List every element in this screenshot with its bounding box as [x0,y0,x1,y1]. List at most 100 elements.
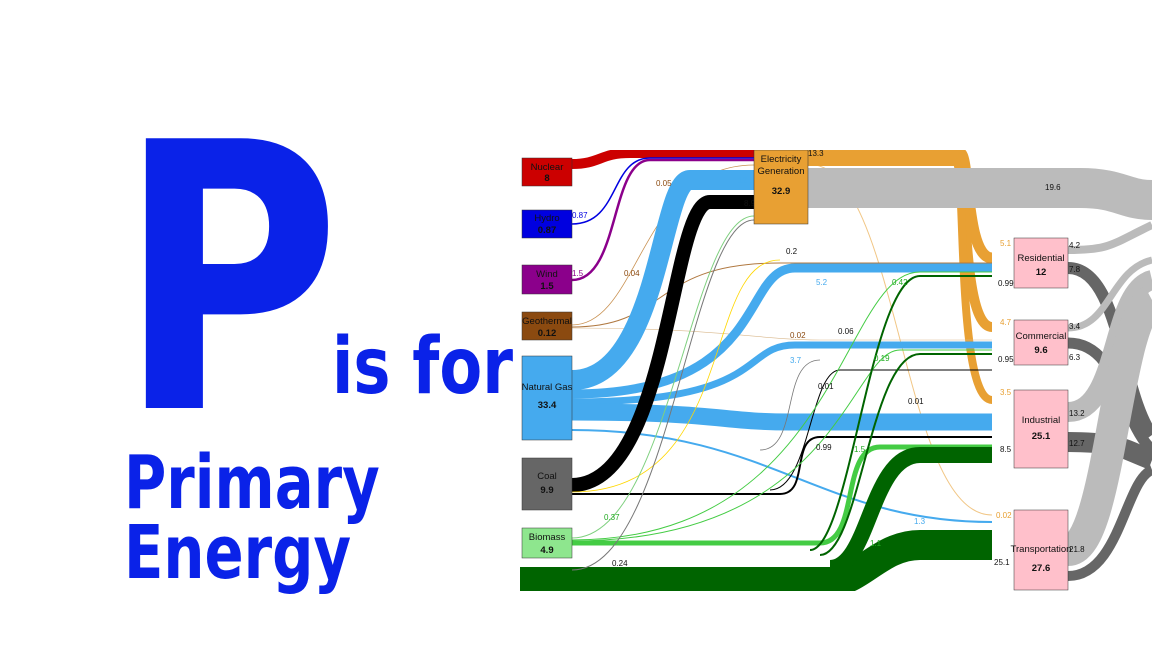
flow-nuclear-to-elec [571,150,754,169]
node-name: Biomass [529,532,566,543]
node-name: Natural Gas [522,382,573,393]
flow-biomass-to-commercial [571,349,992,542]
node-name: Nuclear [531,162,564,173]
flow-label: 0.01 [908,397,924,406]
node-transportation: Transportation 27.6 [1011,509,1072,591]
node-geothermal: Geothermal 0.12 [521,311,573,341]
node-name: Wind [536,269,558,280]
flow-biomass-to-elec [571,215,755,539]
node-natural-gas: Natural Gas 33.4 [522,355,573,441]
flow-links [520,150,1152,591]
flow-gas-to-elec [570,170,754,390]
node-value: 8 [544,173,549,184]
flow-label: 0.19 [874,354,890,363]
node-commercial: Commercial 9.6 [1013,319,1069,366]
flow-label: 1.3 [914,517,926,526]
node-value: 27.6 [1032,563,1051,574]
node-name-line2: Generation [757,166,804,177]
flow-label: 0.06 [838,327,854,336]
flow-label: 5.2 [816,278,828,287]
flow-label: 0.01 [818,382,834,391]
node-name: Transportation [1011,544,1072,555]
flow-label: 6.3 [1069,353,1081,362]
headline-energy: Energy [124,510,352,596]
flow-label: 1.5 [854,445,866,454]
flow-label: 13.2 [1069,409,1085,418]
flow-label: 0.02 [996,511,1012,520]
flow-label: 21.8 [1069,545,1085,554]
flow-gas-to-industrial [571,403,992,431]
flow-label: 0.99 [816,443,832,452]
flow-label: 1.1 [870,539,882,548]
node-industrial: Industrial 25.1 [1013,389,1069,469]
flow-label: 13.3 [808,150,824,158]
node-name-line1: Electricity [761,154,802,165]
flow-label: 3.4 [1069,322,1081,331]
node-name: Commercial [1016,331,1067,342]
flow-value-labels: 13.3 0.87 1.5 0.05 0.04 12.5 8.9 19.6 0.… [572,150,1085,568]
node-value: 0.87 [538,225,557,236]
flow-label: 8.9 [744,199,756,208]
flow-label: 7.8 [1069,265,1081,274]
flow-label: 10.8 [998,418,1014,427]
node-name: Hydro [534,213,559,224]
flow-coal-to-elec [571,195,754,492]
flow-biomass-to-industrial [572,444,992,546]
flow-label: 8.5 [1000,445,1012,454]
node-residential: Residential 12 [1013,237,1069,289]
sector-nodes: Residential 12 Commercial 9.6 Industrial… [1011,237,1072,591]
node-value: 9.9 [540,485,553,496]
flow-label: 0.04 [624,269,640,278]
flow-label: 19.6 [1045,183,1061,192]
energy-flow-diagram: 13.3 0.87 1.5 0.05 0.04 12.5 8.9 19.6 0.… [520,150,1152,591]
flow-coal-to-industrial-small [759,359,821,451]
flow-label: 0.24 [612,559,628,568]
flow-label: 25.1 [994,558,1010,567]
flow-residential-out-a [1067,221,1152,254]
node-value: 0.12 [538,328,557,339]
source-nodes: Nuclear 8 Hydro 0.87 Wind 1.5 Geothermal… [521,157,573,559]
node-value: 33.4 [538,400,557,411]
flow-transportation-out [1063,285,1152,566]
flow-hydro-to-elec [571,157,754,225]
node-name: Residential [1018,253,1065,264]
flow-label: 4.7 [1000,318,1012,327]
flow-label: 3.5 [1000,388,1012,397]
node-nuclear: Nuclear 8 [521,157,573,187]
flow-wind-to-elec [571,158,754,282]
flow-label: 0.2 [786,247,798,256]
node-value: 12 [1036,267,1047,278]
flow-label: 12.7 [1069,439,1085,448]
flow-coal-to-residential [571,259,781,493]
flow-label: 0.87 [572,211,588,220]
node-name: Geothermal [522,316,572,327]
flow-commercial-out-a [1067,256,1152,332]
flow-label: 0.02 [790,331,806,340]
flow-coal-to-commercial [769,369,992,491]
flow-label: 0.95 [998,355,1014,364]
flow-elec-rejected [808,168,1152,220]
flow-label: 0.05 [656,179,672,188]
flow-label: 0.42 [892,278,908,287]
headline-letter: P [118,66,340,496]
node-value: 32.9 [772,186,791,197]
flow-label: 12.5 [738,176,754,185]
node-biomass: Biomass 4.9 [521,527,573,559]
node-value: 4.9 [540,545,553,556]
flow-petroleum-to-residential [809,275,992,551]
flow-gas-to-residential [571,263,992,399]
node-name: Industrial [1022,415,1061,426]
flow-label: 5.1 [1000,239,1012,248]
flow-label: 4.2 [1069,241,1081,250]
flow-label: 1.5 [572,269,584,278]
node-name: Coal [537,471,557,482]
node-value: 1.5 [540,281,554,292]
flow-label: 0.99 [998,279,1014,288]
node-coal: Coal 9.9 [521,457,573,511]
flow-petroleum-to-commercial [819,353,992,556]
headline-primary: Primary [124,440,380,526]
node-value: 9.6 [1034,345,1047,356]
flow-transportation-out-b [1067,465,1152,581]
node-wind: Wind 1.5 [521,264,573,295]
flow-petroleum-to-industrial [828,447,992,576]
